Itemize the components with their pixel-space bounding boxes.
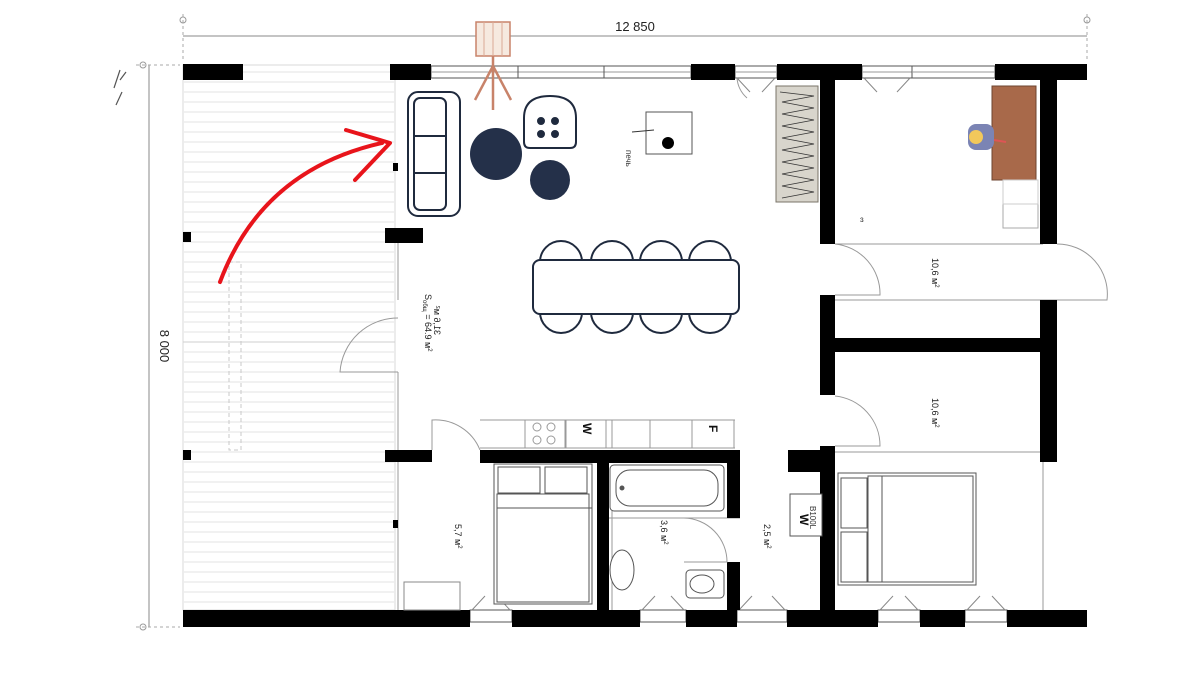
fireplace-wood-storage xyxy=(775,85,819,203)
washbasin xyxy=(609,549,635,591)
wall-segment xyxy=(787,610,878,627)
entrance-door xyxy=(339,317,399,373)
section-mark xyxy=(113,69,127,106)
terrace-outline xyxy=(182,64,396,611)
walls xyxy=(183,64,1087,627)
dining-chair xyxy=(687,240,733,263)
kitchen-counter xyxy=(524,419,735,449)
single-bed xyxy=(493,463,593,605)
desk xyxy=(991,85,1037,181)
office-mark: ɜ xyxy=(860,215,864,224)
fridge-label: F xyxy=(706,425,720,432)
room-area-small-bedroom: 5,7 м2 xyxy=(453,524,463,549)
wall-segment xyxy=(686,610,737,627)
wall-segment xyxy=(390,64,431,80)
dim-marker xyxy=(179,16,187,24)
wall-segment xyxy=(820,295,835,395)
wall-segment xyxy=(183,64,243,80)
arrow-curve xyxy=(218,141,384,284)
living-area-mirrored-label: 31,6 м² xyxy=(432,306,442,335)
arrow-head xyxy=(344,128,392,182)
terrace-post xyxy=(183,232,191,242)
bathroom-door xyxy=(683,517,728,563)
wall-segment xyxy=(385,450,432,462)
room-door-3 xyxy=(1056,243,1108,301)
room-area-corridor: 2,5 м2 xyxy=(762,524,772,549)
wall-segment xyxy=(597,450,609,610)
dining-table xyxy=(532,259,740,315)
window-bottom-bedroom xyxy=(469,609,513,623)
dim-marker xyxy=(139,623,147,631)
wall-segment xyxy=(183,610,470,627)
wall-segment xyxy=(1007,610,1087,627)
water-boiler xyxy=(789,493,823,537)
wall-segment xyxy=(788,450,835,472)
window-door-swing xyxy=(736,77,748,99)
armchair xyxy=(523,94,577,149)
terrace-post xyxy=(183,450,191,460)
width-dimension-text: 12 850 xyxy=(615,19,655,34)
nightstand xyxy=(403,581,461,611)
floor-lamp xyxy=(473,21,513,110)
lamp-legs xyxy=(473,56,513,110)
wall-segment xyxy=(512,610,640,627)
boiler-label-1: B100L xyxy=(808,506,817,530)
pouf-large xyxy=(470,128,522,180)
double-bed xyxy=(837,472,977,586)
terrace-dashed-stairs xyxy=(228,261,242,451)
person-at-desk xyxy=(968,124,1007,150)
toilet xyxy=(685,569,725,599)
wall-segment xyxy=(727,562,740,610)
dining-chair xyxy=(538,240,584,263)
dining-chair xyxy=(589,311,635,334)
dining-chair xyxy=(638,240,684,263)
dining-group xyxy=(532,240,740,334)
stove-label: печь xyxy=(624,150,633,167)
wall-segment xyxy=(820,64,835,244)
wall-segment xyxy=(385,228,423,243)
bathtub xyxy=(609,464,725,512)
window-bottom-bedroom-2 xyxy=(877,609,921,623)
washer-label: W xyxy=(580,423,594,435)
sofa xyxy=(407,91,461,217)
direction-arrow xyxy=(218,128,392,284)
wall-segment xyxy=(727,450,740,518)
dining-chair xyxy=(589,240,635,263)
dining-chair xyxy=(538,311,584,334)
wall-segment xyxy=(835,338,1057,352)
wall-segment xyxy=(480,450,740,463)
dining-chair xyxy=(687,311,733,334)
bedroom-door xyxy=(431,419,481,451)
window-bottom-bath xyxy=(639,609,687,623)
room-area-bathroom: 3,6 м2 xyxy=(659,520,669,545)
room-area-mid-right: 10,6 м2 xyxy=(930,398,940,428)
room-door-2 xyxy=(834,395,881,447)
dim-marker xyxy=(139,61,147,69)
boiler-label-2: W xyxy=(797,514,811,526)
terrace-deck xyxy=(182,64,396,611)
height-dimension-text: 8 000 xyxy=(157,330,172,363)
wall-stub xyxy=(393,520,398,528)
pouf-small xyxy=(530,160,570,200)
wall-segment xyxy=(777,64,862,80)
stove: печь xyxy=(624,111,693,167)
wall-stub xyxy=(393,163,398,171)
total-area-label: Sобщ = 64.9 м2 xyxy=(421,294,433,352)
wall-segment xyxy=(920,610,965,627)
office-desk xyxy=(968,85,1039,229)
wall-segment xyxy=(820,446,835,610)
window-bottom-corridor xyxy=(736,609,788,623)
dining-chair xyxy=(638,311,684,334)
window-bottom-bedroom-3 xyxy=(964,609,1008,623)
room-door-1 xyxy=(834,243,881,296)
wall-segment xyxy=(1040,64,1057,244)
wall-segment xyxy=(691,64,735,80)
doors xyxy=(339,77,1108,563)
dim-marker xyxy=(1083,16,1091,24)
room-area-top-right: 10,6 м2 xyxy=(930,258,940,288)
dimension-lines: 12 850 8 000 xyxy=(113,14,1091,631)
wall-segment xyxy=(1040,300,1057,462)
